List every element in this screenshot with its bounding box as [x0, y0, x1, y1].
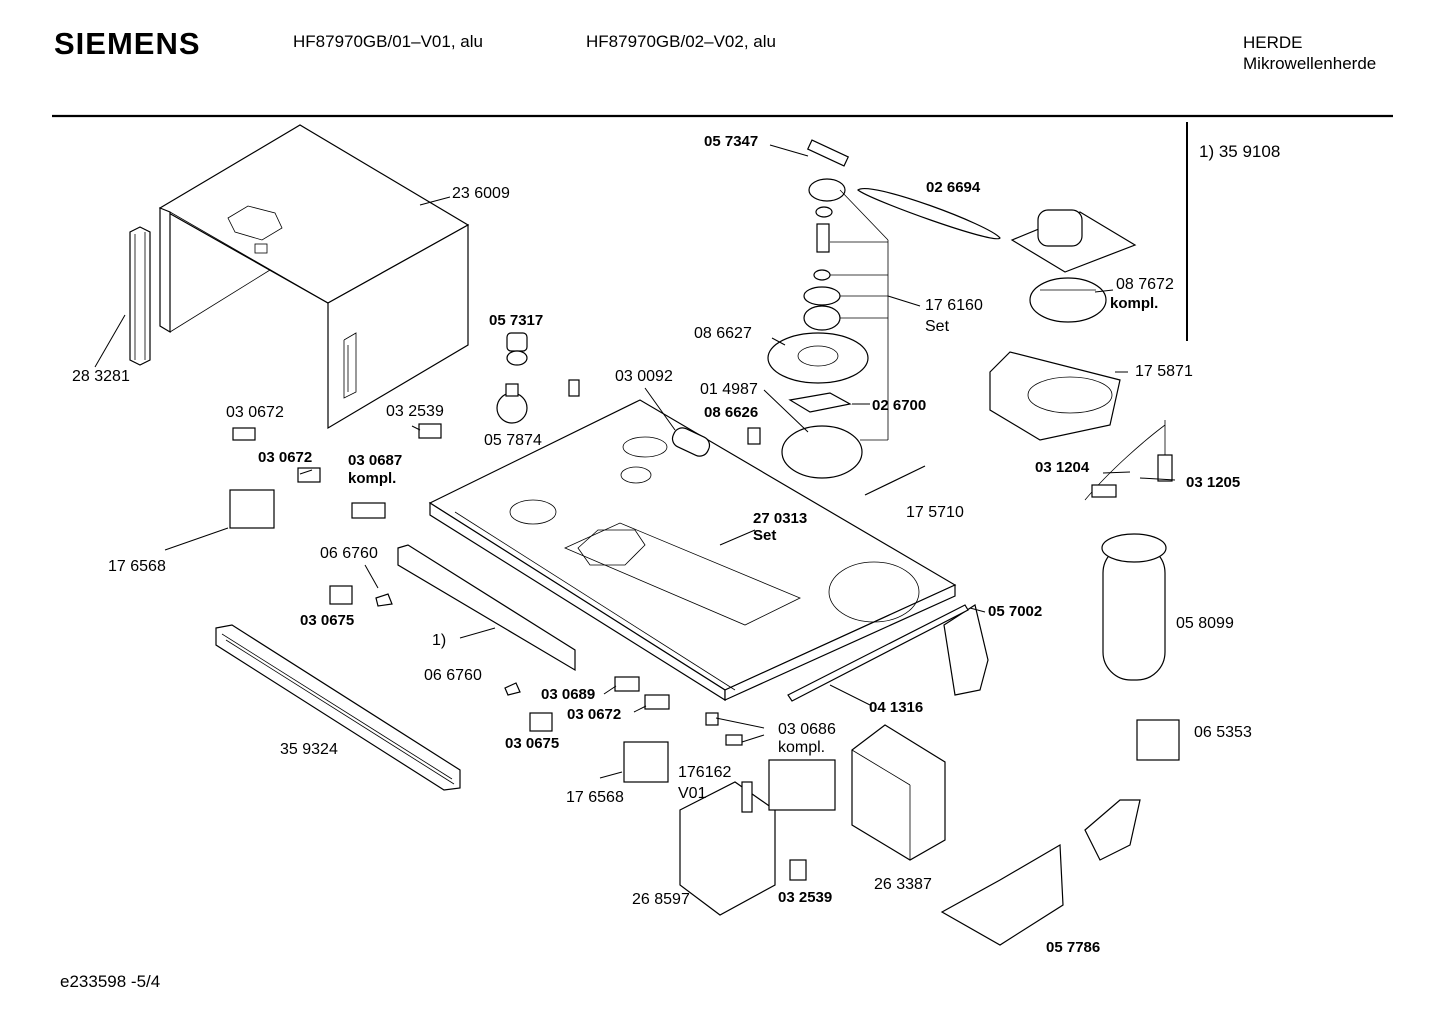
label-030672-c: 03 0672: [567, 706, 622, 723]
seal-strip-041316: [787, 604, 969, 702]
door-trim-strip: [215, 624, 461, 791]
spring-066760-a: [375, 593, 393, 607]
label-268597: 26 8597: [632, 891, 690, 908]
label-175710: 17 5710: [906, 504, 964, 521]
outer-casing: [158, 124, 470, 430]
label-176568-b: 17 6568: [566, 789, 624, 806]
label-058099: 05 8099: [1176, 615, 1234, 632]
side-rail: [129, 226, 151, 366]
label-066760-a: 06 6760: [320, 545, 378, 562]
filter-176162: [768, 759, 836, 811]
label-086627: 08 6627: [694, 325, 752, 342]
rod-175710: [864, 465, 926, 496]
category-title: HERDE: [1243, 33, 1303, 52]
relay-176568-b: [623, 741, 669, 783]
model-number-2: HF87970GB/02–V02, alu: [586, 32, 776, 51]
label-kompl-087672: kompl.: [1110, 295, 1159, 312]
label-kompl-030686: kompl.: [778, 739, 826, 756]
drive-belt: [857, 188, 1001, 240]
label-030672-b: 03 0672: [258, 449, 313, 466]
switch-030672-a: [232, 427, 256, 441]
capacitor: [1101, 533, 1167, 681]
label-087672: 08 7672: [1116, 276, 1174, 293]
footnote: 1) 35 9108: [1199, 142, 1281, 161]
label-057786: 05 7786: [1046, 939, 1101, 956]
switch-030672-b: [297, 467, 321, 483]
thermostat-030686: [705, 712, 743, 746]
model-number-1: HF87970GB/01–V01, alu: [293, 32, 483, 51]
label-030675-b: 03 0675: [505, 735, 560, 752]
relay-176568-a: [229, 489, 275, 529]
clip-086626: [747, 427, 761, 445]
label-041316: 04 1316: [869, 699, 924, 716]
fan-motor: [1010, 209, 1137, 323]
magnetron: [679, 781, 776, 916]
label-270313: 27 0313: [753, 510, 808, 527]
label-kompl-030687: kompl.: [348, 470, 397, 487]
switch-032539-a: [418, 423, 442, 439]
mounting-bracket-057002: [943, 604, 989, 696]
label-030686: 03 0686: [778, 721, 836, 738]
switch-030687: [351, 502, 386, 519]
label-032539-a: 03 2539: [386, 403, 444, 420]
lamp-bulb: [496, 383, 528, 424]
label-030672-a: 03 0672: [226, 404, 284, 421]
label-057874: 05 7874: [484, 432, 542, 449]
spring-066760-b: [504, 682, 521, 696]
label-065353: 06 5353: [1194, 724, 1252, 741]
switch-030675-a: [329, 585, 353, 605]
document-id: e233598 -5/4: [60, 972, 161, 991]
label-057347: 05 7347: [704, 133, 759, 150]
transformer-bracket-057786: [940, 843, 1064, 946]
label-030092: 03 0092: [615, 368, 673, 385]
label-236009: 23 6009: [452, 185, 510, 202]
label-359324: 35 9324: [280, 741, 338, 758]
label-031205: 03 1205: [1186, 474, 1241, 491]
switch-030672-c: [644, 694, 670, 710]
switch-030689: [614, 676, 640, 692]
base-pan: [428, 399, 957, 702]
stirrer-assembly: [767, 139, 889, 479]
hv-transformer: [851, 724, 946, 861]
thermal-cutout-wires: [1084, 420, 1173, 501]
label-footnote-ref: 1): [432, 632, 447, 649]
rectifier-bracket: [1084, 799, 1141, 861]
label-032539-b: 03 2539: [778, 889, 833, 906]
label-026694: 02 6694: [926, 179, 981, 196]
label-057002: 05 7002: [988, 603, 1043, 620]
label-026700: 02 6700: [872, 397, 927, 414]
label-057317: 05 7317: [489, 312, 544, 329]
thermal-fuse-030092: [671, 427, 711, 457]
leader-lines: [94, 144, 1176, 779]
label-176160: 17 6160: [925, 297, 983, 314]
small-clip: [568, 379, 580, 397]
label-v01: V01: [678, 785, 707, 802]
front-panel: [397, 544, 576, 672]
label-031204: 03 1204: [1035, 459, 1090, 476]
label-066760-b: 06 6760: [424, 667, 482, 684]
label-263387: 26 3387: [874, 876, 932, 893]
fan-shroud: [989, 351, 1121, 441]
label-030675-a: 03 0675: [300, 612, 355, 629]
switch-032539-b: [789, 859, 807, 881]
rectifier-065353: [1136, 719, 1180, 761]
label-set-176160: Set: [925, 318, 950, 335]
category-subtitle: Mikrowellenherde: [1243, 54, 1377, 73]
label-set-270313: Set: [753, 527, 777, 544]
label-283281: 28 3281: [72, 368, 130, 385]
lamp-holder: [506, 332, 528, 366]
label-014987: 01 4987: [700, 381, 758, 398]
label-175871: 17 5871: [1135, 363, 1193, 380]
label-176162: 176162: [678, 764, 732, 781]
label-030687: 03 0687: [348, 452, 403, 469]
label-030689: 03 0689: [541, 686, 596, 703]
label-086626: 08 6626: [704, 404, 759, 421]
brand-logo: SIEMENS: [54, 26, 201, 61]
label-176568-a: 17 6568: [108, 558, 166, 575]
switch-030675-b: [529, 712, 553, 732]
